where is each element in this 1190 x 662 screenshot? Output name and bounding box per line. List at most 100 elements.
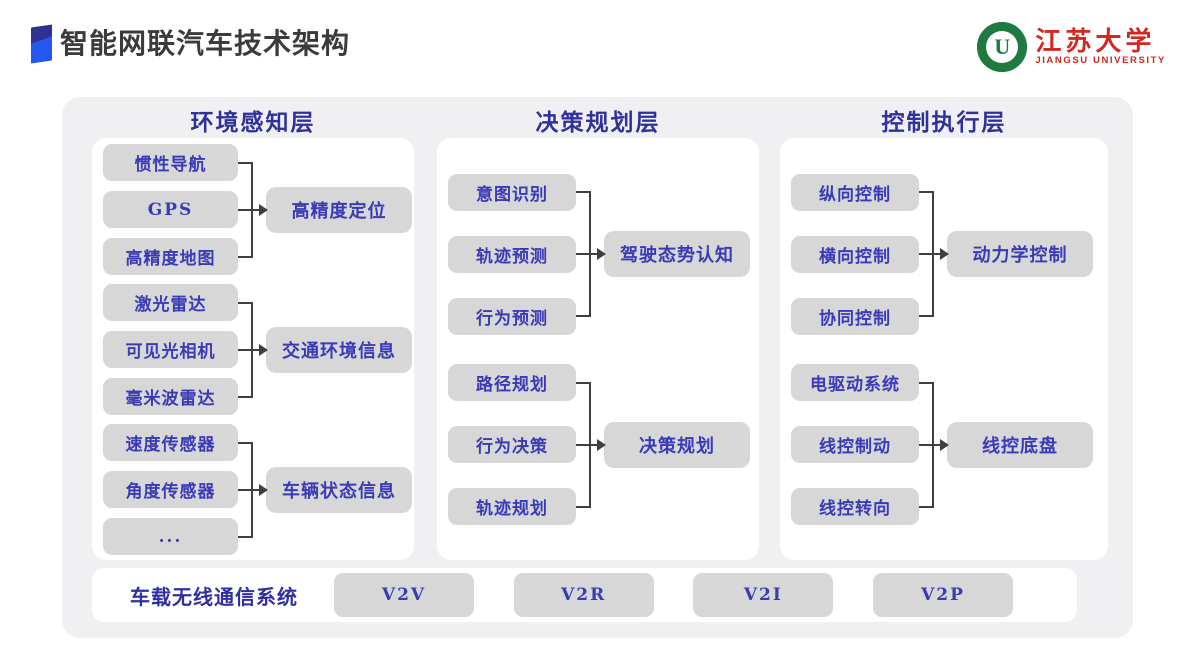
connector-top-stub xyxy=(919,191,934,194)
input-stack: 意图识别轨迹预测行为预测 xyxy=(448,173,576,335)
bracket-connector xyxy=(919,364,949,525)
input-box: 速度传感器 xyxy=(103,424,238,461)
input-box: 意图识别 xyxy=(448,173,576,211)
output-box: 线控底盘 xyxy=(947,421,1093,468)
input-stack: 惯性导航 GPS 高精度地图 xyxy=(103,144,238,275)
arrowhead-icon xyxy=(597,248,606,261)
input-box: 惯性导航 xyxy=(103,144,238,181)
input-box: ... xyxy=(103,518,238,555)
input-box: 可见光相机 xyxy=(103,331,238,368)
connector-top-stub xyxy=(238,161,253,164)
bracket-connector xyxy=(238,144,268,275)
logo-name-en: JIANGSU UNIVERSITY xyxy=(1035,55,1166,67)
comm-pill: V2V xyxy=(334,573,474,617)
arrowhead-icon xyxy=(259,483,268,496)
connector-bottom-stub xyxy=(576,505,591,508)
flow-group: 意图识别轨迹预测行为预测驾驶态势认知 xyxy=(448,173,759,335)
comm-pill: V2I xyxy=(693,573,834,617)
input-stack: 纵向控制横向控制协同控制 xyxy=(791,173,919,335)
connector-top-stub xyxy=(576,381,591,384)
emblem-letter: U xyxy=(994,34,1011,59)
connector-top-stub xyxy=(919,381,934,384)
flow-group: 速度传感器角度传感器... 车辆状态信息 xyxy=(103,424,414,555)
logo-text: 江苏大学 JIANGSU UNIVERSITY xyxy=(1035,26,1166,67)
input-box: 轨迹规划 xyxy=(448,488,576,526)
output-box: 车辆状态信息 xyxy=(266,466,412,513)
connector-top-stub xyxy=(238,441,253,444)
bracket-connector xyxy=(919,174,949,335)
input-box: 电驱动系统 xyxy=(791,364,919,402)
logo-name-cn: 江苏大学 xyxy=(1035,26,1156,56)
output-box: 动力学控制 xyxy=(947,231,1093,278)
input-box: 行为预测 xyxy=(448,297,576,335)
arrowhead-icon xyxy=(940,248,949,261)
input-box: 路径规划 xyxy=(448,364,576,402)
input-box: 激光雷达 xyxy=(103,284,238,321)
arrowhead-icon xyxy=(259,343,268,356)
emblem-inner-disc: U xyxy=(986,31,1019,63)
flow-group: 电驱动系统线控制动线控转向线控底盘 xyxy=(791,364,1108,526)
input-box: 轨迹预测 xyxy=(448,235,576,273)
flow-group: 激光雷达可见光相机毫米波雷达交通环境信息 xyxy=(103,284,414,415)
connector-bottom-stub xyxy=(238,535,253,538)
connector-arrow-line xyxy=(919,253,942,256)
input-box: 高精度地图 xyxy=(103,238,238,275)
comm-pill-list: V2V V2R V2I V2P xyxy=(334,573,1013,617)
connector-bottom-stub xyxy=(238,395,253,398)
connector-arrow-line xyxy=(576,443,599,446)
comm-pill: V2R xyxy=(513,573,654,617)
connector-top-stub xyxy=(238,301,253,304)
input-stack: 激光雷达可见光相机毫米波雷达 xyxy=(103,284,238,415)
connector-top-stub xyxy=(576,191,591,194)
column-header: 决策规划层 xyxy=(535,109,661,135)
input-box: 毫米波雷达 xyxy=(103,378,238,415)
input-stack: 电驱动系统线控制动线控转向 xyxy=(791,364,919,526)
connector-arrow-line xyxy=(919,443,942,446)
output-box: 决策规划 xyxy=(604,421,750,468)
slide-header: 智能网联汽车技术架构 U 江苏大学 JIANGSU UNIVERSITY xyxy=(0,0,1190,90)
connector-bottom-stub xyxy=(576,315,591,318)
flow-group: 纵向控制横向控制协同控制动力学控制 xyxy=(791,173,1108,335)
output-box: 驾驶态势认知 xyxy=(604,231,750,278)
output-box: 交通环境信息 xyxy=(266,326,412,373)
comm-pill: V2P xyxy=(872,573,1013,617)
connector-bottom-stub xyxy=(919,315,934,318)
input-box: 纵向控制 xyxy=(791,173,919,211)
input-box: 线控转向 xyxy=(791,488,919,526)
bracket-connector xyxy=(576,364,606,525)
input-stack: 路径规划行为决策轨迹规划 xyxy=(448,364,576,526)
title-marker-icon xyxy=(31,24,52,64)
input-box: 横向控制 xyxy=(791,235,919,273)
connector-arrow-line xyxy=(238,208,261,211)
arrowhead-icon xyxy=(597,438,606,451)
input-box: 角度传感器 xyxy=(103,471,238,508)
university-logo: U 江苏大学 JIANGSU UNIVERSITY xyxy=(977,22,1166,72)
input-stack: 速度传感器角度传感器... xyxy=(103,424,238,555)
output-box: 高精度定位 xyxy=(266,186,412,233)
column-header: 环境感知层 xyxy=(190,109,316,135)
arrowhead-icon xyxy=(940,438,949,451)
input-box: GPS xyxy=(103,191,238,228)
bracket-connector xyxy=(238,284,268,415)
flow-group: 路径规划行为决策轨迹规划决策规划 xyxy=(448,364,759,526)
input-box: 行为决策 xyxy=(448,426,576,464)
flow-group: 惯性导航 GPS 高精度地图高精度定位 xyxy=(103,144,414,275)
column-panel: 惯性导航 GPS 高精度地图高精度定位激光雷达可见光相机毫米波雷达交通环境信息速度传… xyxy=(92,138,414,560)
connector-arrow-line xyxy=(576,253,599,256)
comm-bar-label: 车载无线通信系统 xyxy=(130,586,298,609)
connector-bottom-stub xyxy=(919,505,934,508)
connector-arrow-line xyxy=(238,348,261,351)
arrowhead-icon xyxy=(259,203,268,216)
input-box: 协同控制 xyxy=(791,297,919,335)
university-emblem-icon: U xyxy=(977,22,1028,72)
connector-arrow-line xyxy=(238,488,261,491)
architecture-board: 车载无线通信系统 V2V V2R V2I V2P 环境感知层惯性导航 GPS 高精度地图高… xyxy=(62,97,1133,638)
connector-bottom-stub xyxy=(238,255,253,258)
column-panel: 意图识别轨迹预测行为预测驾驶态势认知路径规划行为决策轨迹规划决策规划 xyxy=(437,138,759,560)
page-title: 智能网联汽车技术架构 xyxy=(60,29,351,60)
column-panel: 纵向控制横向控制协同控制动力学控制电驱动系统线控制动线控转向线控底盘 xyxy=(780,138,1108,560)
bracket-connector xyxy=(576,174,606,335)
comm-bar: 车载无线通信系统 V2V V2R V2I V2P xyxy=(92,568,1077,622)
bracket-connector xyxy=(238,424,268,555)
